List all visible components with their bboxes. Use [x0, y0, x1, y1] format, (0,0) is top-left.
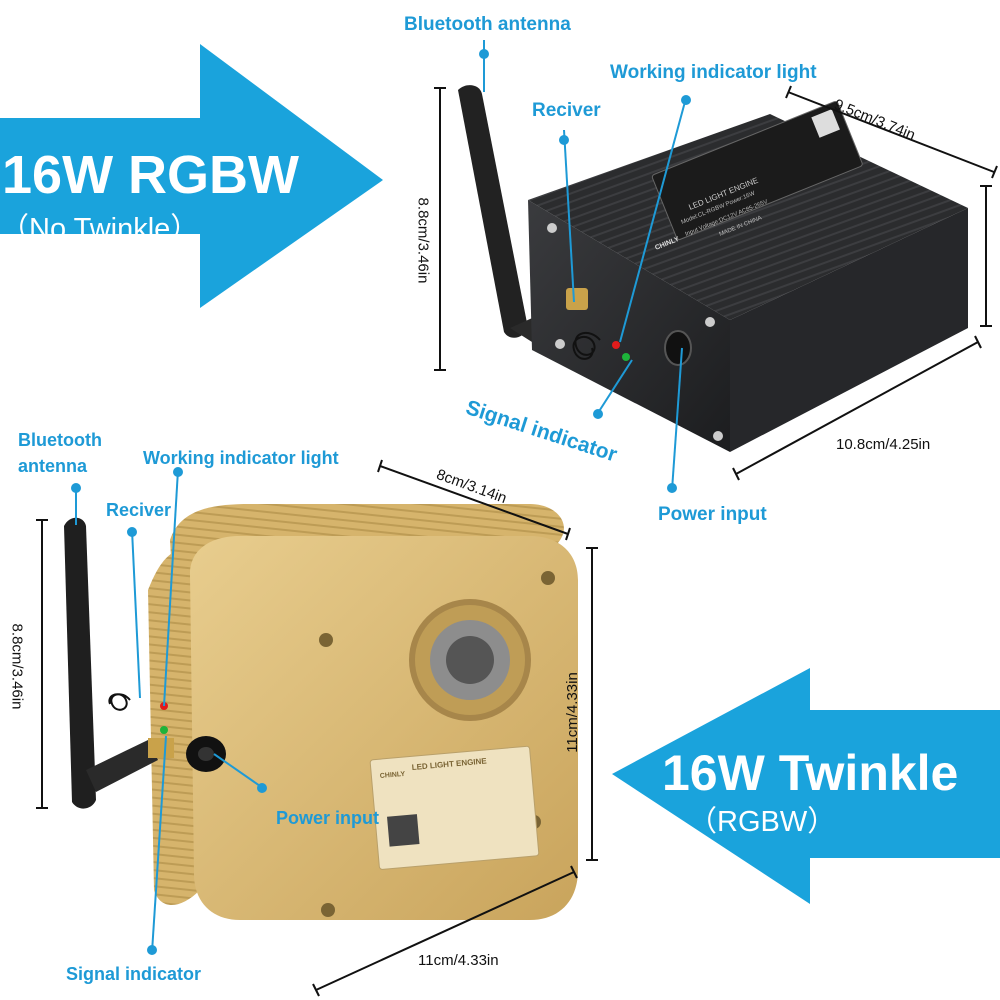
- top-product-title: 16W RGBW: [2, 145, 299, 205]
- bottom-dim-height-left: 8.8cm/3.46in: [8, 623, 26, 710]
- bottom-dim-width: 11cm/4.33in: [418, 952, 499, 969]
- bottom-panel-brand: CHINLY: [380, 771, 406, 780]
- bottom-product-subtitle: （RGBW）: [688, 806, 837, 838]
- top-product-subtitle: （No Twinkle）: [0, 213, 200, 245]
- bottom-label-signal-indicator: Signal indicator: [66, 964, 202, 984]
- bottom-label-bluetooth-line2: antenna: [18, 456, 88, 476]
- bluetooth-antenna-icon: [64, 517, 174, 809]
- arrow-left-banner: [612, 668, 1000, 904]
- bottom-dim-height-right: 11cm/4.33in: [563, 672, 581, 753]
- bottom-label-working-light: Working indicator light: [143, 448, 339, 468]
- bottom-label-receiver: Reciver: [106, 500, 172, 520]
- top-label-working-light: Working indicator light: [610, 62, 817, 83]
- green-led-icon: [160, 726, 168, 734]
- gold-light-engine-photo: LED LIGHT ENGINE CHINLY: [64, 504, 578, 920]
- red-led-icon: [612, 341, 620, 349]
- top-label-power-input: Power input: [658, 504, 767, 525]
- green-led-icon: [622, 353, 630, 361]
- bottom-product-title: 16W Twinkle: [662, 745, 959, 801]
- top-label-bluetooth-antenna: Bluetooth antenna: [404, 14, 571, 35]
- arrow-right-banner: [0, 44, 383, 308]
- bottom-label-power-input: Power input: [276, 808, 379, 828]
- top-label-receiver: Reciver: [532, 100, 601, 121]
- top-dim-width: 10.8cm/4.25in: [836, 436, 931, 453]
- top-dim-height: 8.8cm/3.46in: [414, 197, 432, 284]
- bottom-label-bluetooth-line1: Bluetooth: [18, 430, 102, 450]
